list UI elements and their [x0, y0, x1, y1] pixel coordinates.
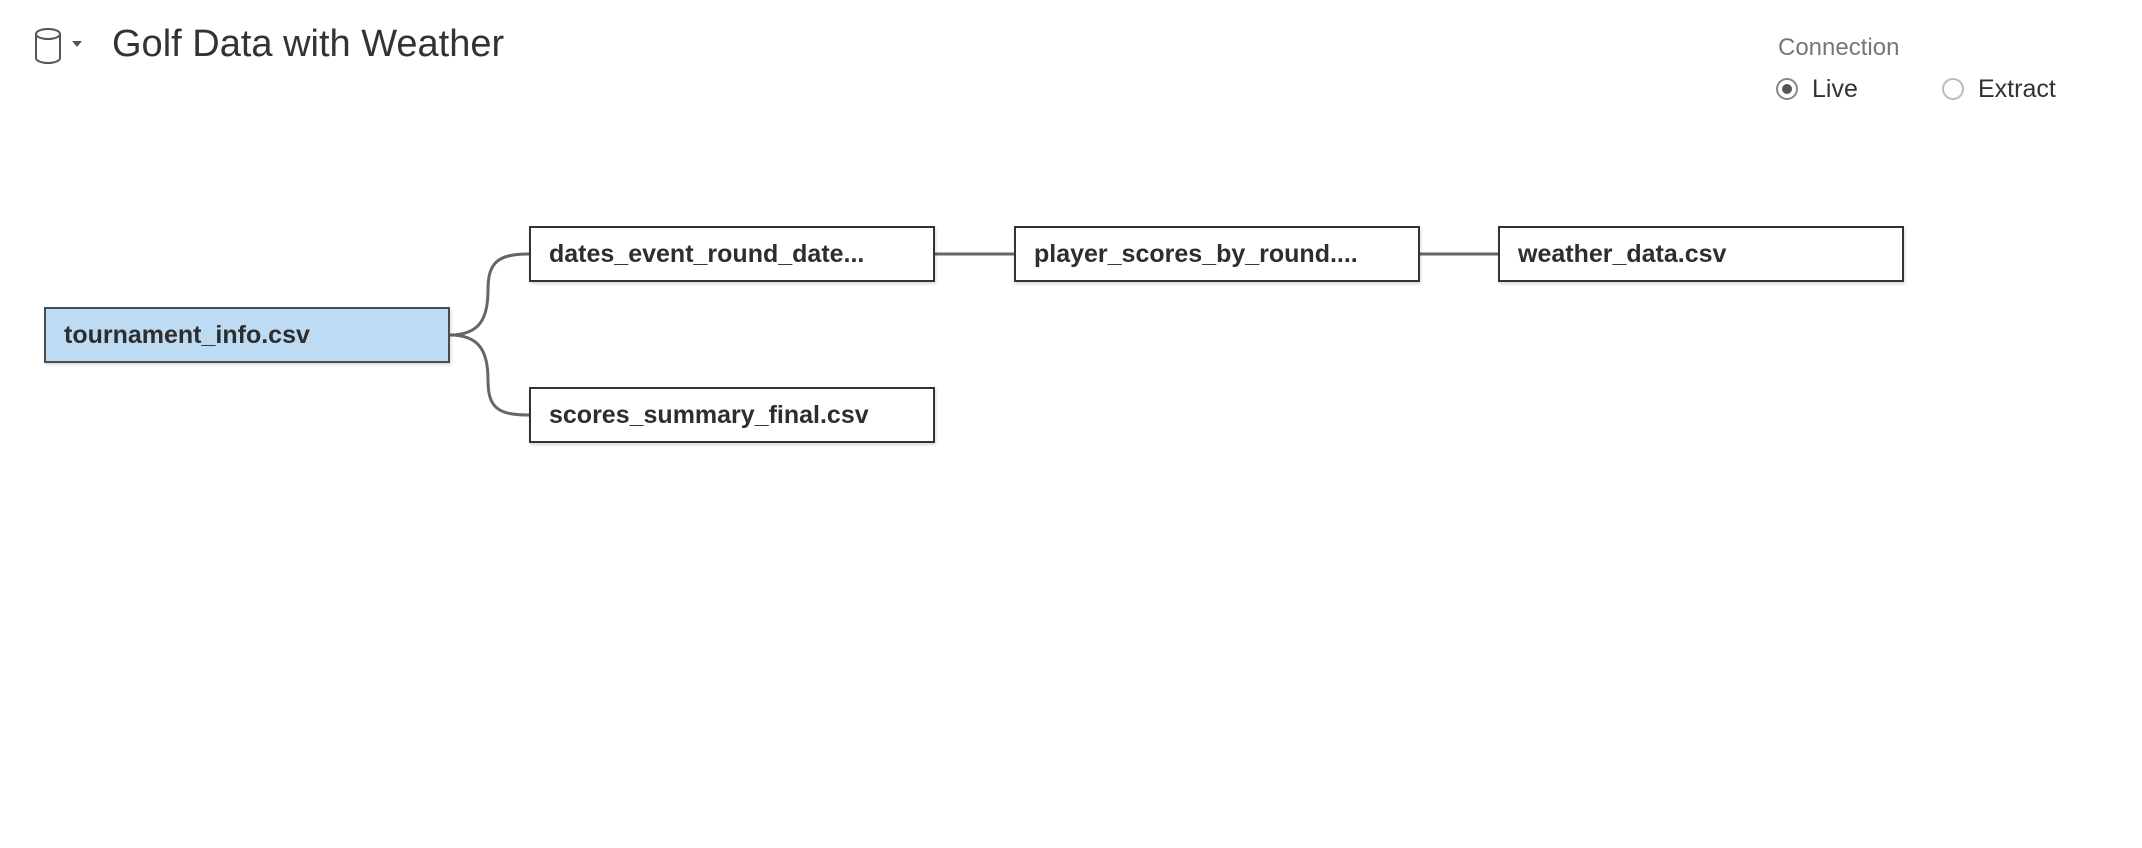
datasource-menu-button[interactable]: [30, 26, 90, 66]
connector-tournament-scores: [449, 333, 530, 417]
connection-label: Connection: [1778, 34, 1900, 61]
table-node-tournament-info[interactable]: tournament_info.csv: [44, 307, 450, 363]
radio-unselected-icon: [1942, 78, 1964, 100]
connection-live-radio[interactable]: Live: [1776, 72, 1858, 106]
table-node-weather-data[interactable]: weather_data.csv: [1498, 226, 1904, 282]
table-node-player-scores[interactable]: player_scores_by_round....: [1014, 226, 1420, 282]
connection-live-label: Live: [1812, 74, 1858, 103]
datasource-title[interactable]: Golf Data with Weather: [112, 23, 505, 65]
connector-tournament-dates: [449, 252, 530, 337]
table-node-scores-summary[interactable]: scores_summary_final.csv: [529, 387, 935, 443]
database-icon: [35, 28, 82, 64]
connection-extract-label: Extract: [1978, 74, 2056, 103]
table-node-dates-event-round[interactable]: dates_event_round_date...: [529, 226, 935, 282]
connection-extract-radio[interactable]: Extract: [1942, 72, 2056, 106]
caret-down-icon: [72, 41, 82, 47]
radio-selected-icon: [1776, 78, 1798, 100]
